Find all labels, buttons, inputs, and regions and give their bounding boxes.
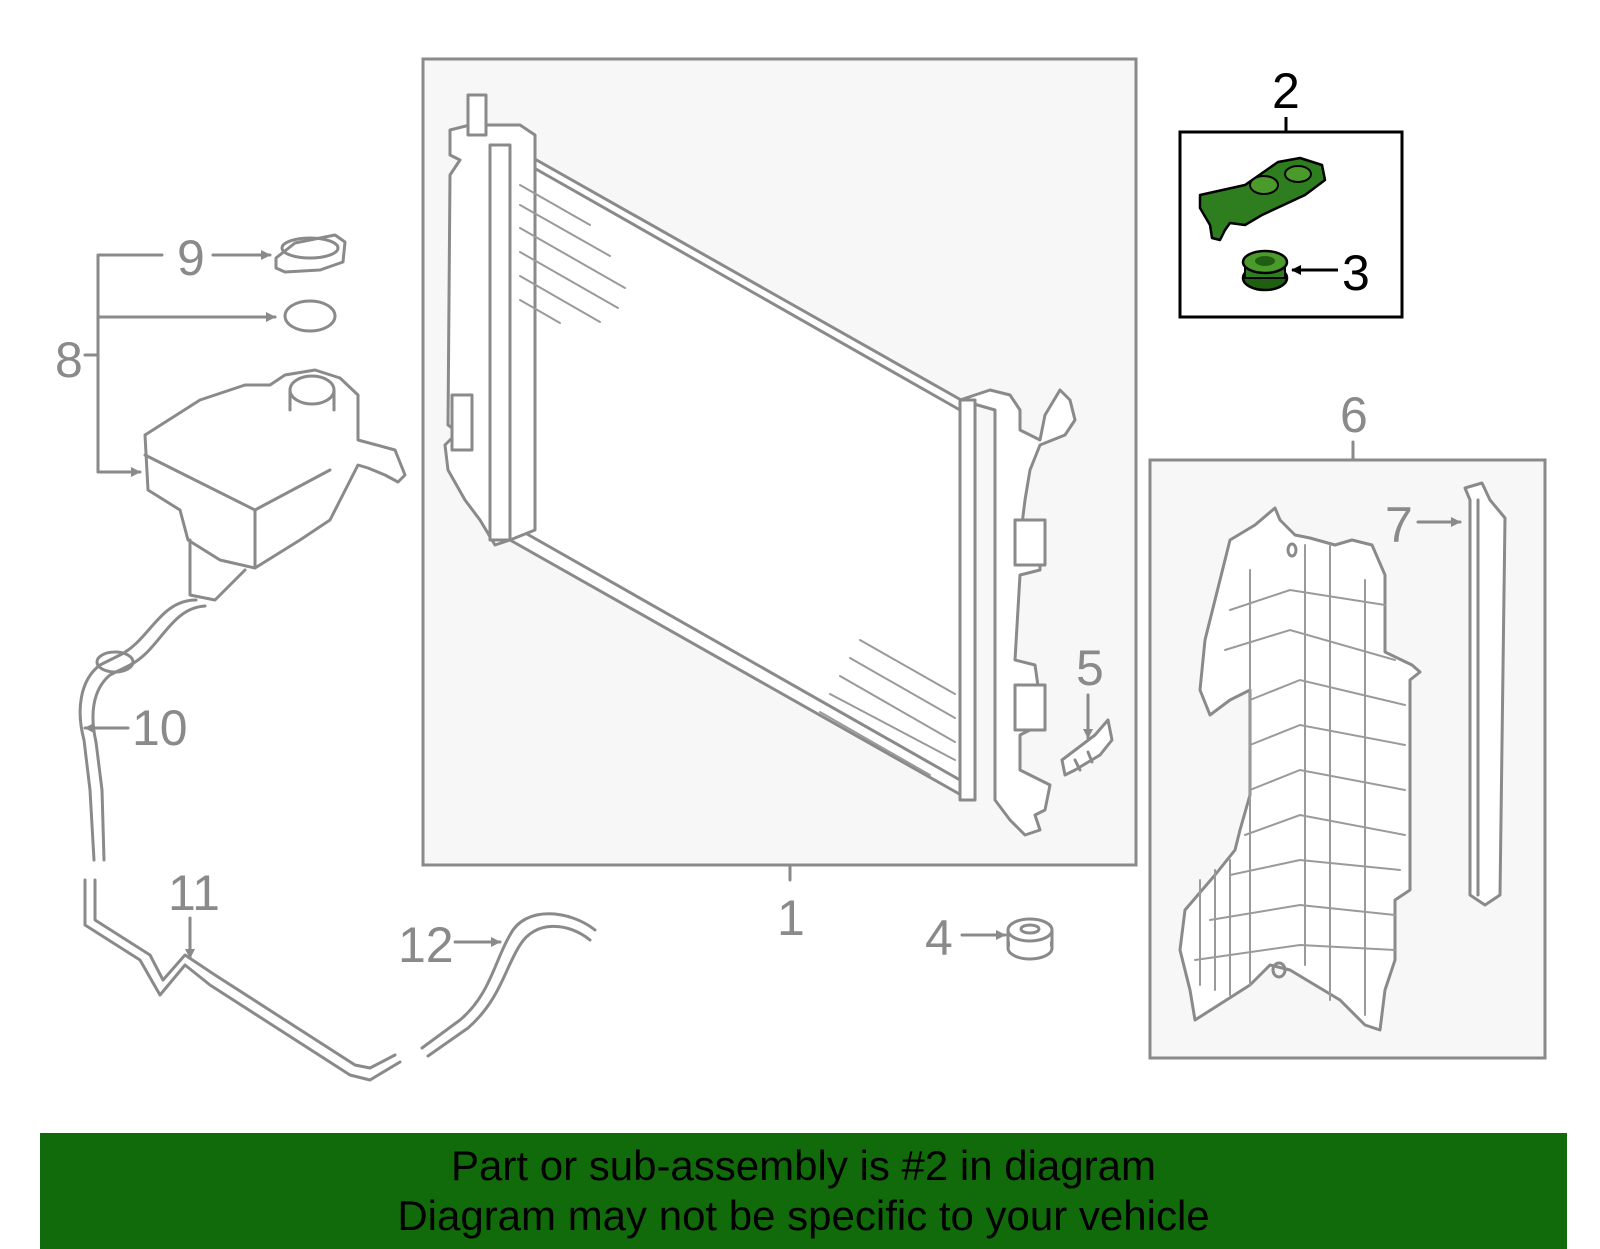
grommet-part-3[interactable] (1241, 249, 1289, 292)
part-5-group[interactable]: 5 (1060, 640, 1114, 777)
reservoir-o-ring (283, 299, 337, 333)
callout-9[interactable]: 9 (177, 230, 205, 286)
callout-12[interactable]: 12 (398, 917, 454, 973)
callout-11[interactable]: 11 (168, 865, 220, 921)
hose-group-11-12[interactable]: 11 12 (83, 865, 597, 1082)
hose-11 (83, 878, 402, 1082)
callout-3[interactable]: 3 (1342, 245, 1370, 301)
callout-6[interactable]: 6 (1340, 387, 1368, 443)
bracket-part-2[interactable] (1198, 156, 1327, 242)
reservoir-cap (274, 233, 347, 274)
hose-12 (420, 912, 597, 1050)
callout-5[interactable]: 5 (1076, 640, 1104, 696)
radiator-right-tank (958, 388, 1077, 837)
reservoir-group[interactable]: 8 9 10 (55, 230, 407, 862)
banner-line-1: Part or sub-assembly is #2 in diagram (451, 1142, 1156, 1189)
part-4-group[interactable]: 4 (925, 910, 1054, 966)
info-banner: Part or sub-assembly is #2 in diagram Di… (40, 1133, 1567, 1249)
highlighted-group-2[interactable]: 2 3 (1178, 63, 1404, 319)
callout-8[interactable]: 8 (55, 332, 83, 388)
banner-line-2: Diagram may not be specific to your vehi… (397, 1192, 1210, 1239)
radiator-group[interactable]: 1 (421, 57, 1138, 946)
callout-4[interactable]: 4 (925, 910, 953, 966)
reservoir-tank (143, 368, 407, 570)
air-guide-group[interactable]: 6 7 (1148, 387, 1547, 1060)
radiator-fins (519, 184, 956, 776)
callout-10[interactable]: 10 (132, 700, 188, 756)
hose-10 (78, 598, 198, 862)
callout-7[interactable]: 7 (1385, 497, 1413, 553)
callout-1[interactable]: 1 (777, 890, 805, 946)
seal-strip-part-7 (1463, 481, 1507, 907)
callout-2[interactable]: 2 (1272, 63, 1300, 119)
grommet-part-4 (1006, 917, 1054, 943)
